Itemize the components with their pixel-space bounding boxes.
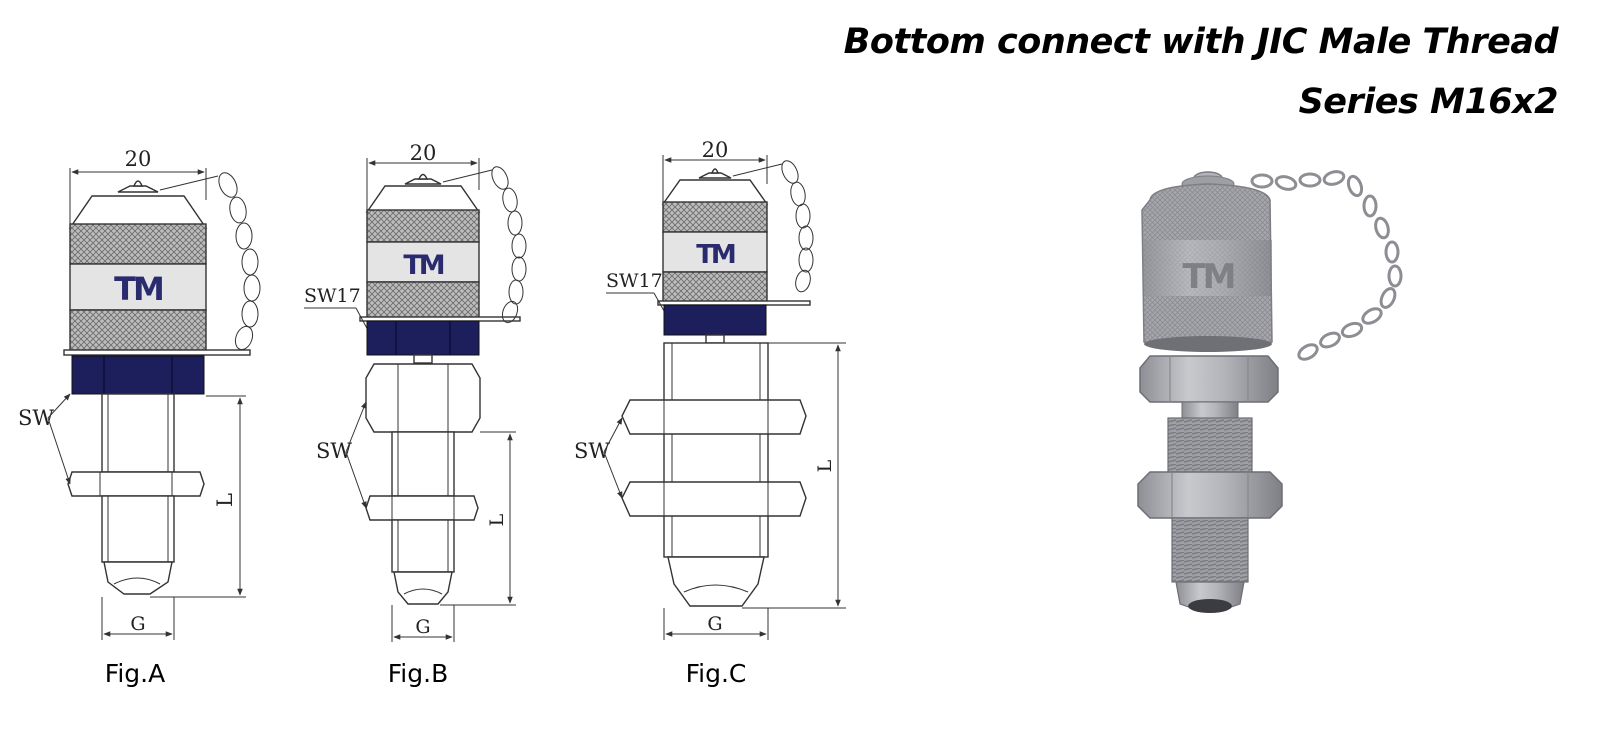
fig-a-drawing: 20 TM <box>18 147 261 688</box>
fig-a-width-dim: 20 <box>125 147 152 171</box>
fig-b-thread-label: G <box>415 616 430 638</box>
fig-a-hex-nut <box>71 355 205 395</box>
fig-a-caption: Fig.A <box>105 659 165 688</box>
fig-b-length-label: L <box>486 513 508 526</box>
fig-b-logo: TM <box>403 250 443 281</box>
fig-b-sw17-label: SW17 <box>304 285 361 307</box>
fig-c-width-dim: 20 <box>702 138 729 162</box>
title-line-2: Series M16x2 <box>1298 82 1559 122</box>
fig-a-thread-label: G <box>130 613 145 635</box>
fig-c-thread-label: G <box>707 613 722 635</box>
fig-b-drawing: 20 TM SW17 <box>304 141 527 688</box>
fig-c-drawing: 20 TM SW17 <box>574 138 846 688</box>
title-line-1: Bottom connect with JIC Male Thread <box>843 22 1559 62</box>
fig-b-hex-nut <box>366 320 480 356</box>
photo-chain-icon <box>1250 170 1403 361</box>
fig-c-hex-nut <box>663 304 767 336</box>
product-photo: TM <box>1137 170 1403 613</box>
fig-a-length-label: L <box>213 493 237 507</box>
fig-a-sw-label: SW <box>18 406 54 430</box>
fig-b-chain-icon <box>442 166 527 324</box>
fig-a-logo: TM <box>114 270 162 308</box>
fig-c-sw17-label: SW17 <box>606 270 663 292</box>
fig-b-width-dim: 20 <box>410 141 437 165</box>
fig-c-length-label: L <box>814 459 836 472</box>
fig-c-logo: TM <box>696 240 735 270</box>
fig-c-caption: Fig.C <box>686 659 747 688</box>
fig-c-chain-icon <box>732 160 814 293</box>
fig-a-chain-icon <box>159 172 261 351</box>
photo-logo: TM <box>1182 257 1233 297</box>
fig-b-caption: Fig.B <box>388 659 448 688</box>
